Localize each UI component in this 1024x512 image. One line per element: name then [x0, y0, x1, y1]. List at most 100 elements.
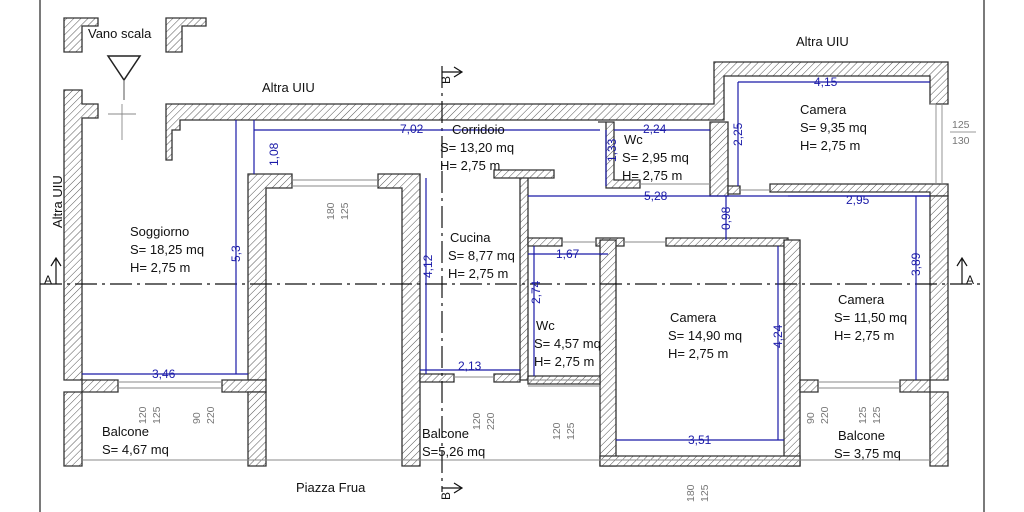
- svg-text:Camera: Camera: [670, 310, 717, 325]
- left-wall-lower: [63, 391, 83, 467]
- dim-2-25: 2,25: [731, 122, 745, 146]
- svg-text:Corridoio: Corridoio: [452, 122, 505, 137]
- walls: [63, 17, 949, 467]
- camera-mid-left-wall: [599, 239, 617, 467]
- room-balcone1: Balcone S= 4,67 mq: [102, 424, 169, 457]
- svg-text:H= 2,75 m: H= 2,75 m: [440, 158, 500, 173]
- altra-uiu-top-label: Altra UIU: [262, 80, 315, 95]
- svg-text:S= 4,57 mq: S= 4,57 mq: [534, 336, 601, 351]
- wc2-top-left: [527, 237, 563, 247]
- svg-text:H= 2,75 m: H= 2,75 m: [668, 346, 728, 361]
- room-balcone2: Balcone S=5,26 mq: [422, 426, 485, 459]
- axis-b-top: B: [439, 76, 453, 84]
- soggiorno-bottom-left: [81, 379, 119, 393]
- dim-1-08: 1,08: [267, 142, 281, 166]
- left-wall: [63, 89, 99, 381]
- axis-a-left: A: [44, 273, 52, 287]
- svg-text:S= 3,75 mq: S= 3,75 mq: [834, 446, 901, 461]
- svg-text:H= 2,75 m: H= 2,75 m: [448, 266, 508, 281]
- stair-wall-left: [63, 17, 99, 53]
- axis-labels: A A B B: [44, 76, 974, 500]
- dim-4-24: 4,24: [771, 324, 785, 348]
- axis-a-right: A: [966, 273, 974, 287]
- cucina-bottom-left: [419, 373, 455, 383]
- svg-text:180: 180: [325, 202, 337, 220]
- axis-b-bottom: B: [439, 492, 453, 500]
- dim-4-12: 4,12: [421, 254, 435, 278]
- svg-text:H= 2,75 m: H= 2,75 m: [622, 168, 682, 183]
- svg-text:Wc: Wc: [624, 132, 643, 147]
- svg-text:130: 130: [952, 135, 970, 147]
- altra-uiu-right-label: Altra UIU: [796, 34, 849, 49]
- camera-right-bottom-right: [899, 379, 931, 393]
- room-camera-right: Camera S= 11,50 mq H= 2,75 m: [834, 292, 907, 343]
- svg-text:125: 125: [871, 406, 883, 424]
- room-camera-mid: Camera S= 14,90 mq H= 2,75 m: [668, 310, 742, 361]
- svg-text:220: 220: [485, 412, 497, 430]
- svg-text:S= 14,90 mq: S= 14,90 mq: [668, 328, 742, 343]
- svg-text:180: 180: [685, 484, 697, 502]
- svg-text:H= 2,75 m: H= 2,75 m: [800, 138, 860, 153]
- dim-2-95: 2,95: [846, 193, 870, 207]
- room-cucina: Cucina S= 8,77 mq H= 2,75 m: [448, 230, 515, 281]
- svg-text:125: 125: [151, 406, 163, 424]
- dim-5-28: 5,28: [644, 189, 668, 203]
- svg-text:H= 2,75 m: H= 2,75 m: [130, 260, 190, 275]
- svg-text:120: 120: [551, 422, 563, 440]
- svg-text:S= 4,67 mq: S= 4,67 mq: [102, 442, 169, 457]
- camera-mid-bottom: [599, 455, 801, 467]
- soggiorno-bottom-right: [221, 379, 267, 393]
- general-labels: Vano scala Altra UIU Altra UIU Altra UIU…: [50, 26, 849, 495]
- wc1-right-wall: [709, 121, 729, 197]
- room-corridoio: Corridoio S= 13,20 mq H= 2,75 m: [440, 122, 514, 173]
- dim-7-02: 7,02: [400, 122, 424, 136]
- camera-right-bottom-left: [799, 379, 819, 393]
- room-wc1: Wc S= 2,95 mq H= 2,75 m: [622, 132, 689, 183]
- svg-text:S=5,26 mq: S=5,26 mq: [422, 444, 485, 459]
- svg-text:220: 220: [205, 406, 217, 424]
- room-labels: Soggiorno S= 18,25 mq H= 2,75 m Corridoi…: [102, 102, 907, 461]
- svg-text:220: 220: [819, 406, 831, 424]
- svg-text:H= 2,75 m: H= 2,75 m: [834, 328, 894, 343]
- altra-uiu-left-label: Altra UIU: [50, 175, 65, 228]
- dim-3-46: 3,46: [152, 367, 176, 381]
- cucina-bottom-right: [493, 373, 521, 383]
- svg-text:Soggiorno: Soggiorno: [130, 224, 189, 239]
- svg-text:S= 8,77 mq: S= 8,77 mq: [448, 248, 515, 263]
- dimension-labels: 7,02 2,24 4,15 2,25 1,08 1,33 5,28 0,98 …: [152, 75, 923, 447]
- cucina-left-wall: [377, 173, 421, 467]
- stair-arrow-icon: [106, 55, 142, 82]
- room-balcone3: Balcone S= 3,75 mq: [834, 428, 901, 461]
- svg-text:125: 125: [699, 484, 711, 502]
- right-wall: [929, 195, 949, 381]
- dim-5-3: 5,3: [229, 245, 243, 262]
- svg-text:125: 125: [857, 406, 869, 424]
- vano-scala-label: Vano scala: [88, 26, 152, 41]
- stair-wall-right: [165, 17, 207, 53]
- dim-3-89: 3,89: [909, 252, 923, 276]
- svg-text:Camera: Camera: [838, 292, 885, 307]
- window-labels: 125 130 180 125 120 125 90 220 120 220 1…: [137, 119, 976, 502]
- svg-text:120: 120: [137, 406, 149, 424]
- top-wall: [165, 61, 949, 161]
- dim-3-51: 3,51: [688, 433, 712, 447]
- svg-text:125: 125: [565, 422, 577, 440]
- svg-text:125: 125: [952, 119, 970, 131]
- balcone1-right-wall: [247, 391, 267, 467]
- svg-text:Camera: Camera: [800, 102, 847, 117]
- dim-2-13: 2,13: [458, 359, 482, 373]
- dim-2-24: 2,24: [643, 122, 667, 136]
- svg-text:Balcone: Balcone: [102, 424, 149, 439]
- window-lines: [82, 103, 943, 461]
- dim-1-33: 1,33: [605, 138, 619, 162]
- soggiorno-right-wall: [247, 173, 293, 381]
- camera-mid-top: [665, 237, 789, 247]
- cucina-right-wall: [519, 175, 529, 381]
- section-axes: [40, 66, 984, 494]
- dimension-lines: [82, 81, 930, 441]
- room-soggiorno: Soggiorno S= 18,25 mq H= 2,75 m: [130, 224, 204, 275]
- svg-text:90: 90: [191, 412, 203, 424]
- camera-mid-right-wall: [783, 239, 801, 467]
- svg-text:S= 2,95 mq: S= 2,95 mq: [622, 150, 689, 165]
- svg-text:Balcone: Balcone: [422, 426, 469, 441]
